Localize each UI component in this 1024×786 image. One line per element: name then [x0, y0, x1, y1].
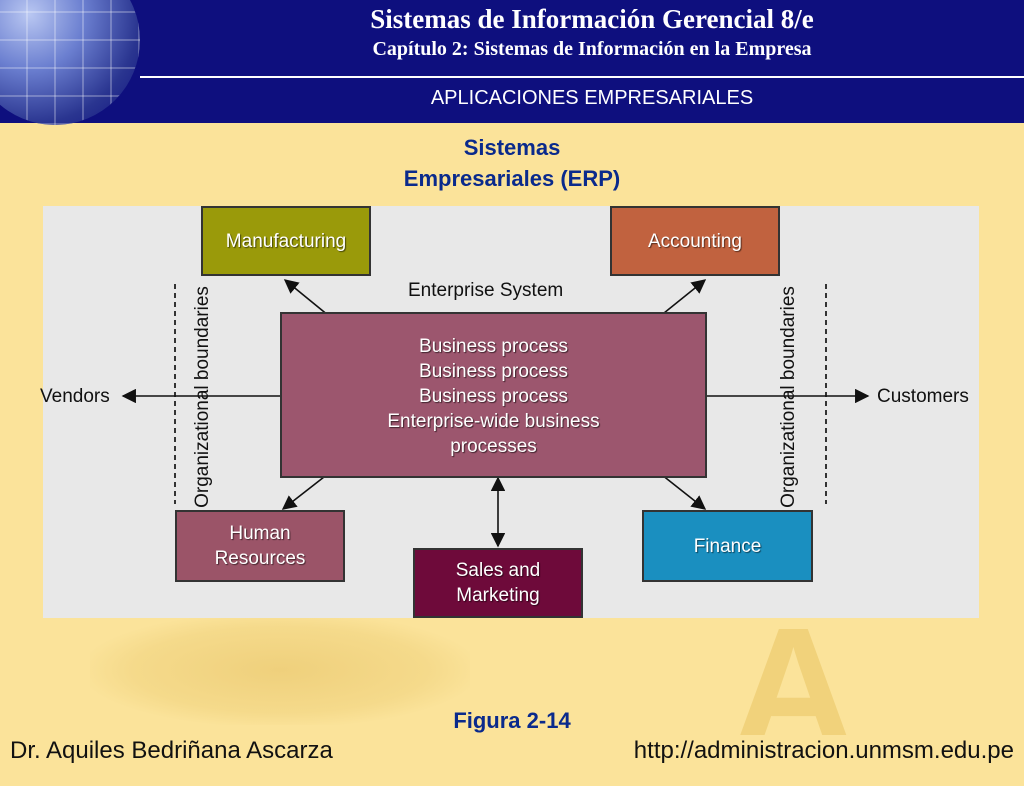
human-resources-line1: Human — [229, 523, 291, 544]
finance-label: Finance — [693, 535, 762, 557]
sales-marketing-line2: Marketing — [456, 585, 540, 606]
org-boundaries-right-label: Organizational boundaries — [778, 286, 799, 508]
website-link[interactable]: http://administracion.unmsm.edu.pe — [633, 737, 1014, 764]
human-resources-box: Human Resources — [175, 510, 345, 582]
slide-title-line1: Sistemas — [463, 135, 561, 160]
accounting-label: Accounting — [647, 230, 742, 252]
business-process-3: Business process — [419, 386, 568, 407]
enterprise-system-box — [280, 312, 707, 478]
figure-caption: Figura 2-14 — [453, 708, 571, 733]
watermark-crest — [90, 615, 470, 725]
org-boundaries-left-label: Organizational boundaries — [192, 286, 213, 508]
accounting-box: Accounting — [610, 206, 780, 276]
finance-box: Finance — [642, 510, 813, 582]
enterprise-wide-process-line1: Enterprise-wide business — [387, 411, 600, 432]
sales-marketing-box: Sales and Marketing — [413, 548, 583, 618]
footer-bar: Dr. Aquiles Bedriñana Ascarza http://adm… — [0, 735, 1024, 768]
header-banner: Sistemas de Información Gerencial 8/e Ca… — [0, 0, 1024, 125]
manufacturing-label: Manufacturing — [225, 230, 347, 252]
section-title: APLICACIONES EMPRESARIALES — [430, 87, 754, 109]
header-divider — [140, 76, 1024, 78]
slide-title: Sistemas Empresariales (ERP) — [0, 132, 1024, 194]
business-process-2: Business process — [419, 361, 568, 382]
course-title: Sistemas de Información Gerencial 8/e — [370, 4, 814, 34]
globe-icon — [0, 0, 140, 125]
customers-label: Customers — [877, 386, 969, 407]
human-resources-line2: Resources — [214, 548, 306, 569]
enterprise-system-label: Enterprise System — [408, 280, 564, 301]
chapter-subtitle: Capítulo 2: Sistemas de Información en l… — [372, 38, 812, 60]
author-name: Dr. Aquiles Bedriñana Ascarza — [10, 737, 333, 764]
erp-diagram: Manufacturing Accounting Enterprise Syst… — [40, 206, 979, 618]
sales-marketing-line1: Sales and — [455, 560, 541, 581]
enterprise-wide-process-line2: processes — [450, 436, 537, 457]
slide-title-line2: Empresariales (ERP) — [403, 166, 621, 191]
vendors-label: Vendors — [40, 386, 110, 407]
manufacturing-box: Manufacturing — [201, 206, 371, 276]
business-process-1: Business process — [419, 336, 568, 357]
